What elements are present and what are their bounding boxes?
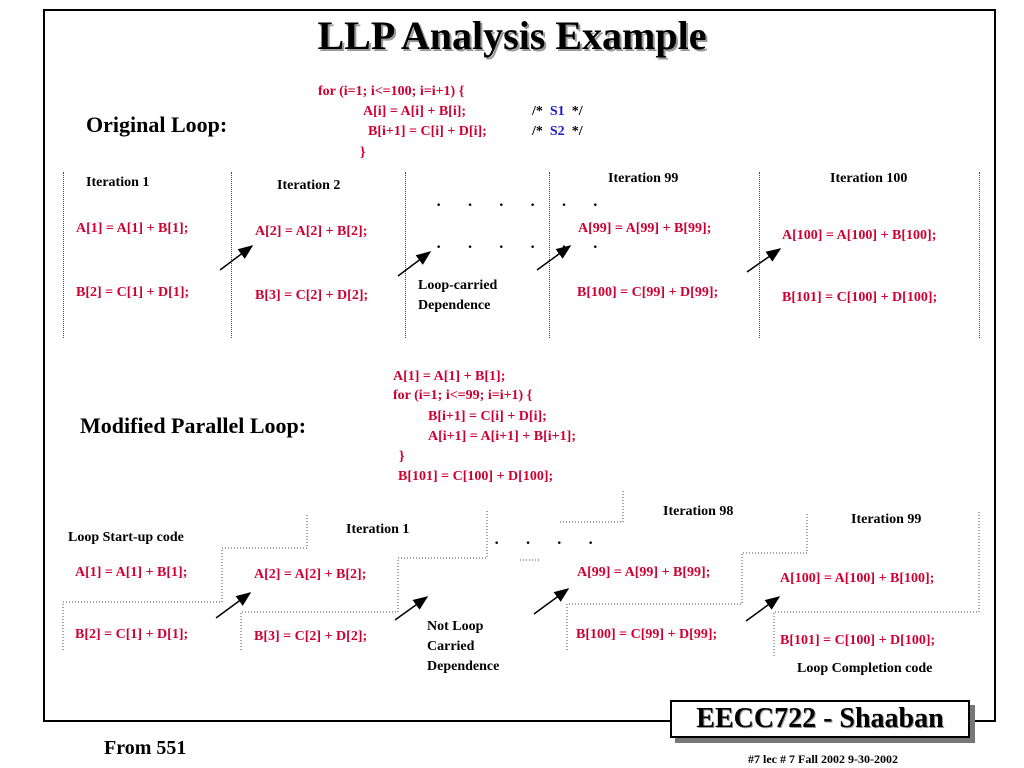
stair-outline xyxy=(560,490,624,523)
original-code-line4: } xyxy=(360,145,366,160)
iteration-statement-a: A[99] = A[99] + B[99]; xyxy=(577,565,711,580)
iteration-statement-a: A[99] = A[99] + B[99]; xyxy=(578,221,712,236)
modified-code-line1: A[1] = A[1] + B[1]; xyxy=(393,369,506,384)
stair-outline xyxy=(566,512,808,650)
ellipsis: · · · · xyxy=(494,535,605,552)
course-badge: EECC722 - Shaaban xyxy=(670,700,970,738)
separator xyxy=(405,172,406,338)
iteration-label: Iteration 99 xyxy=(608,171,679,186)
iteration-statement-a: A[100] = A[100] + B[100]; xyxy=(782,228,937,243)
separator xyxy=(63,172,64,338)
dependence-arrow xyxy=(215,592,252,619)
iteration-statement-a: A[2] = A[2] + B[2]; xyxy=(255,224,368,239)
dependence-arrow xyxy=(533,588,570,615)
slide-info: #7 lec # 7 Fall 2002 9-30-2002 xyxy=(748,752,898,766)
dependence-label-line2: Carried xyxy=(427,639,475,654)
comment-close: */ xyxy=(571,124,583,139)
separator xyxy=(231,172,232,338)
startup-label: Loop Start-up code xyxy=(68,530,184,545)
dependence-arrow xyxy=(746,248,782,273)
iteration-statement-a: A[2] = A[2] + B[2]; xyxy=(254,567,367,582)
dependence-label-line3: Dependence xyxy=(427,659,500,674)
iteration-statement-b: B[2] = C[1] + D[1]; xyxy=(76,285,190,300)
dependence-label-line1: Loop-carried xyxy=(418,278,498,293)
s2-comment: /* S2 */ xyxy=(532,124,583,140)
course-badge-text: EECC722 - Shaaban xyxy=(696,703,944,734)
modified-code-line3: B[i+1] = C[i] + D[i]; xyxy=(428,409,547,424)
dependence-arrow xyxy=(745,596,781,622)
s1-comment: /* S1 */ xyxy=(532,104,583,120)
dependence-arrow xyxy=(394,596,429,621)
slide-frame xyxy=(43,9,996,722)
dependence-arrow xyxy=(397,251,432,277)
original-code-line1: for (i=1; i<=100; i=i+1) { xyxy=(318,84,465,99)
slide-title: LLP Analysis Example xyxy=(317,13,707,58)
iteration-label: Iteration 1 xyxy=(86,175,150,190)
stair-outline xyxy=(240,510,488,650)
original-code-line2: A[i] = A[i] + B[i]; xyxy=(363,104,467,119)
startup-statement-b: B[2] = C[1] + D[1]; xyxy=(75,627,189,642)
modified-code-line6: B[101] = C[100] + D[100]; xyxy=(398,469,554,484)
comment-open: /* xyxy=(532,124,543,139)
iteration-statement-b: B[100] = C[99] + D[99]; xyxy=(576,627,718,642)
iteration-label: Iteration 1 xyxy=(346,522,410,537)
iteration-statement-a: A[1] = A[1] + B[1]; xyxy=(76,221,189,236)
comment-open: /* xyxy=(532,104,543,119)
iteration-label: Iteration 99 xyxy=(851,512,922,527)
completion-label: Loop Completion code xyxy=(797,661,933,676)
stair-outline xyxy=(62,513,308,650)
dependence-arrow xyxy=(219,245,254,271)
dependence-arrow xyxy=(536,245,572,271)
iteration-statement-b: B[3] = C[2] + D[2]; xyxy=(255,288,369,303)
source-note: From 551 xyxy=(104,737,187,759)
modified-code-line5: } xyxy=(399,449,405,464)
s2-label: S2 xyxy=(549,124,565,139)
modified-loop-heading: Modified Parallel Loop: xyxy=(80,413,307,438)
iteration-label: Iteration 2 xyxy=(277,178,341,193)
separator xyxy=(759,172,760,338)
separator xyxy=(549,172,550,338)
modified-code-line2: for (i=1; i<=99; i=i+1) { xyxy=(393,388,533,403)
iteration-statement-a: A[100] = A[100] + B[100]; xyxy=(780,571,935,586)
iteration-statement-b: B[101] = C[100] + D[100]; xyxy=(780,633,936,648)
stair-outline xyxy=(773,510,980,656)
s1-label: S1 xyxy=(549,104,565,119)
startup-statement-a: A[1] = A[1] + B[1]; xyxy=(75,565,188,580)
modified-code-line4: A[i+1] = A[i+1] + B[i+1]; xyxy=(428,429,576,444)
separator xyxy=(979,172,980,338)
dependence-label-line2: Dependence xyxy=(418,298,491,313)
comment-close: */ xyxy=(571,104,583,119)
ellipsis: · · · · · · xyxy=(436,197,610,214)
iteration-statement-b: B[100] = C[99] + D[99]; xyxy=(577,285,719,300)
original-loop-heading: Original Loop: xyxy=(86,112,228,137)
iteration-label: Iteration 100 xyxy=(830,171,908,186)
dependence-label-line1: Not Loop xyxy=(427,619,484,634)
iteration-label: Iteration 98 xyxy=(663,504,734,519)
iteration-statement-b: B[101] = C[100] + D[100]; xyxy=(782,290,938,305)
original-code-line3: B[i+1] = C[i] + D[i]; xyxy=(368,124,487,139)
iteration-statement-b: B[3] = C[2] + D[2]; xyxy=(254,629,368,644)
